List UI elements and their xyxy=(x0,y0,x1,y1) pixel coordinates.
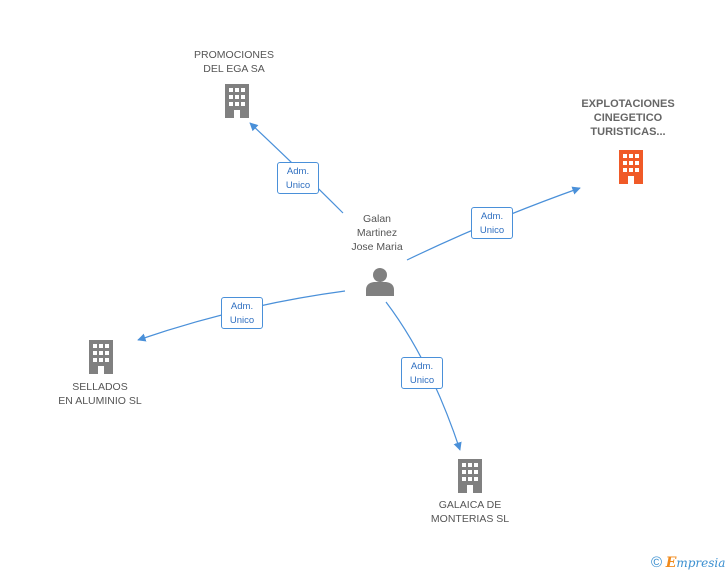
node-label-explotaciones[interactable]: EXPLOTACIONES CINEGETICO TURISTICAS... xyxy=(572,97,684,139)
building-icon[interactable] xyxy=(222,84,252,118)
node-label-galaica[interactable]: GALAICA DE MONTERIAS SL xyxy=(420,498,520,526)
footer-brand: © Empresia xyxy=(651,554,725,571)
center-person-name[interactable]: Galan Martinez Jose Maria xyxy=(336,212,418,254)
center-name-line: Martinez xyxy=(356,227,398,239)
edge-label-explotaciones[interactable]: Adm. Unico xyxy=(471,207,513,239)
edge-label-line: Unico xyxy=(229,315,255,326)
node-label-line: DEL EGA SA xyxy=(203,63,265,75)
building-icon[interactable] xyxy=(455,459,485,493)
node-label-line: MONTERIAS SL xyxy=(430,513,510,525)
node-label-line: SELLADOS xyxy=(72,381,128,393)
node-label-line: PROMOCIONES xyxy=(194,49,274,61)
node-label-line: CINEGETICO xyxy=(593,112,663,124)
edge-label-line: Adm. xyxy=(230,301,254,312)
edge-label-sellados[interactable]: Adm. Unico xyxy=(221,297,263,329)
building-icon[interactable] xyxy=(86,340,116,374)
node-label-promociones[interactable]: PROMOCIONES DEL EGA SA xyxy=(186,48,282,76)
node-label-sellados[interactable]: SELLADOS EN ALUMINIO SL xyxy=(50,380,150,408)
edge-label-line: Unico xyxy=(409,375,435,386)
edge-label-line: Adm. xyxy=(410,361,434,372)
brand-logo: Empresia xyxy=(665,555,726,571)
edge-label-promociones[interactable]: Adm. Unico xyxy=(277,162,319,194)
edge-label-line: Unico xyxy=(479,225,505,236)
building-icon[interactable] xyxy=(616,150,646,184)
person-icon[interactable] xyxy=(365,266,395,296)
node-label-line: EXPLOTACIONES xyxy=(581,98,675,110)
edge-label-line: Adm. xyxy=(480,211,504,222)
copyright-icon: © xyxy=(651,554,663,571)
center-name-line: Galan xyxy=(362,213,392,225)
center-name-line: Jose Maria xyxy=(351,241,403,253)
node-label-line: EN ALUMINIO SL xyxy=(58,395,142,407)
edge-label-line: Unico xyxy=(285,180,311,191)
edge-label-galaica[interactable]: Adm. Unico xyxy=(401,357,443,389)
edge-label-line: Adm. xyxy=(286,166,310,177)
node-label-line: TURISTICAS... xyxy=(590,126,666,138)
node-label-line: GALAICA DE xyxy=(438,499,502,511)
